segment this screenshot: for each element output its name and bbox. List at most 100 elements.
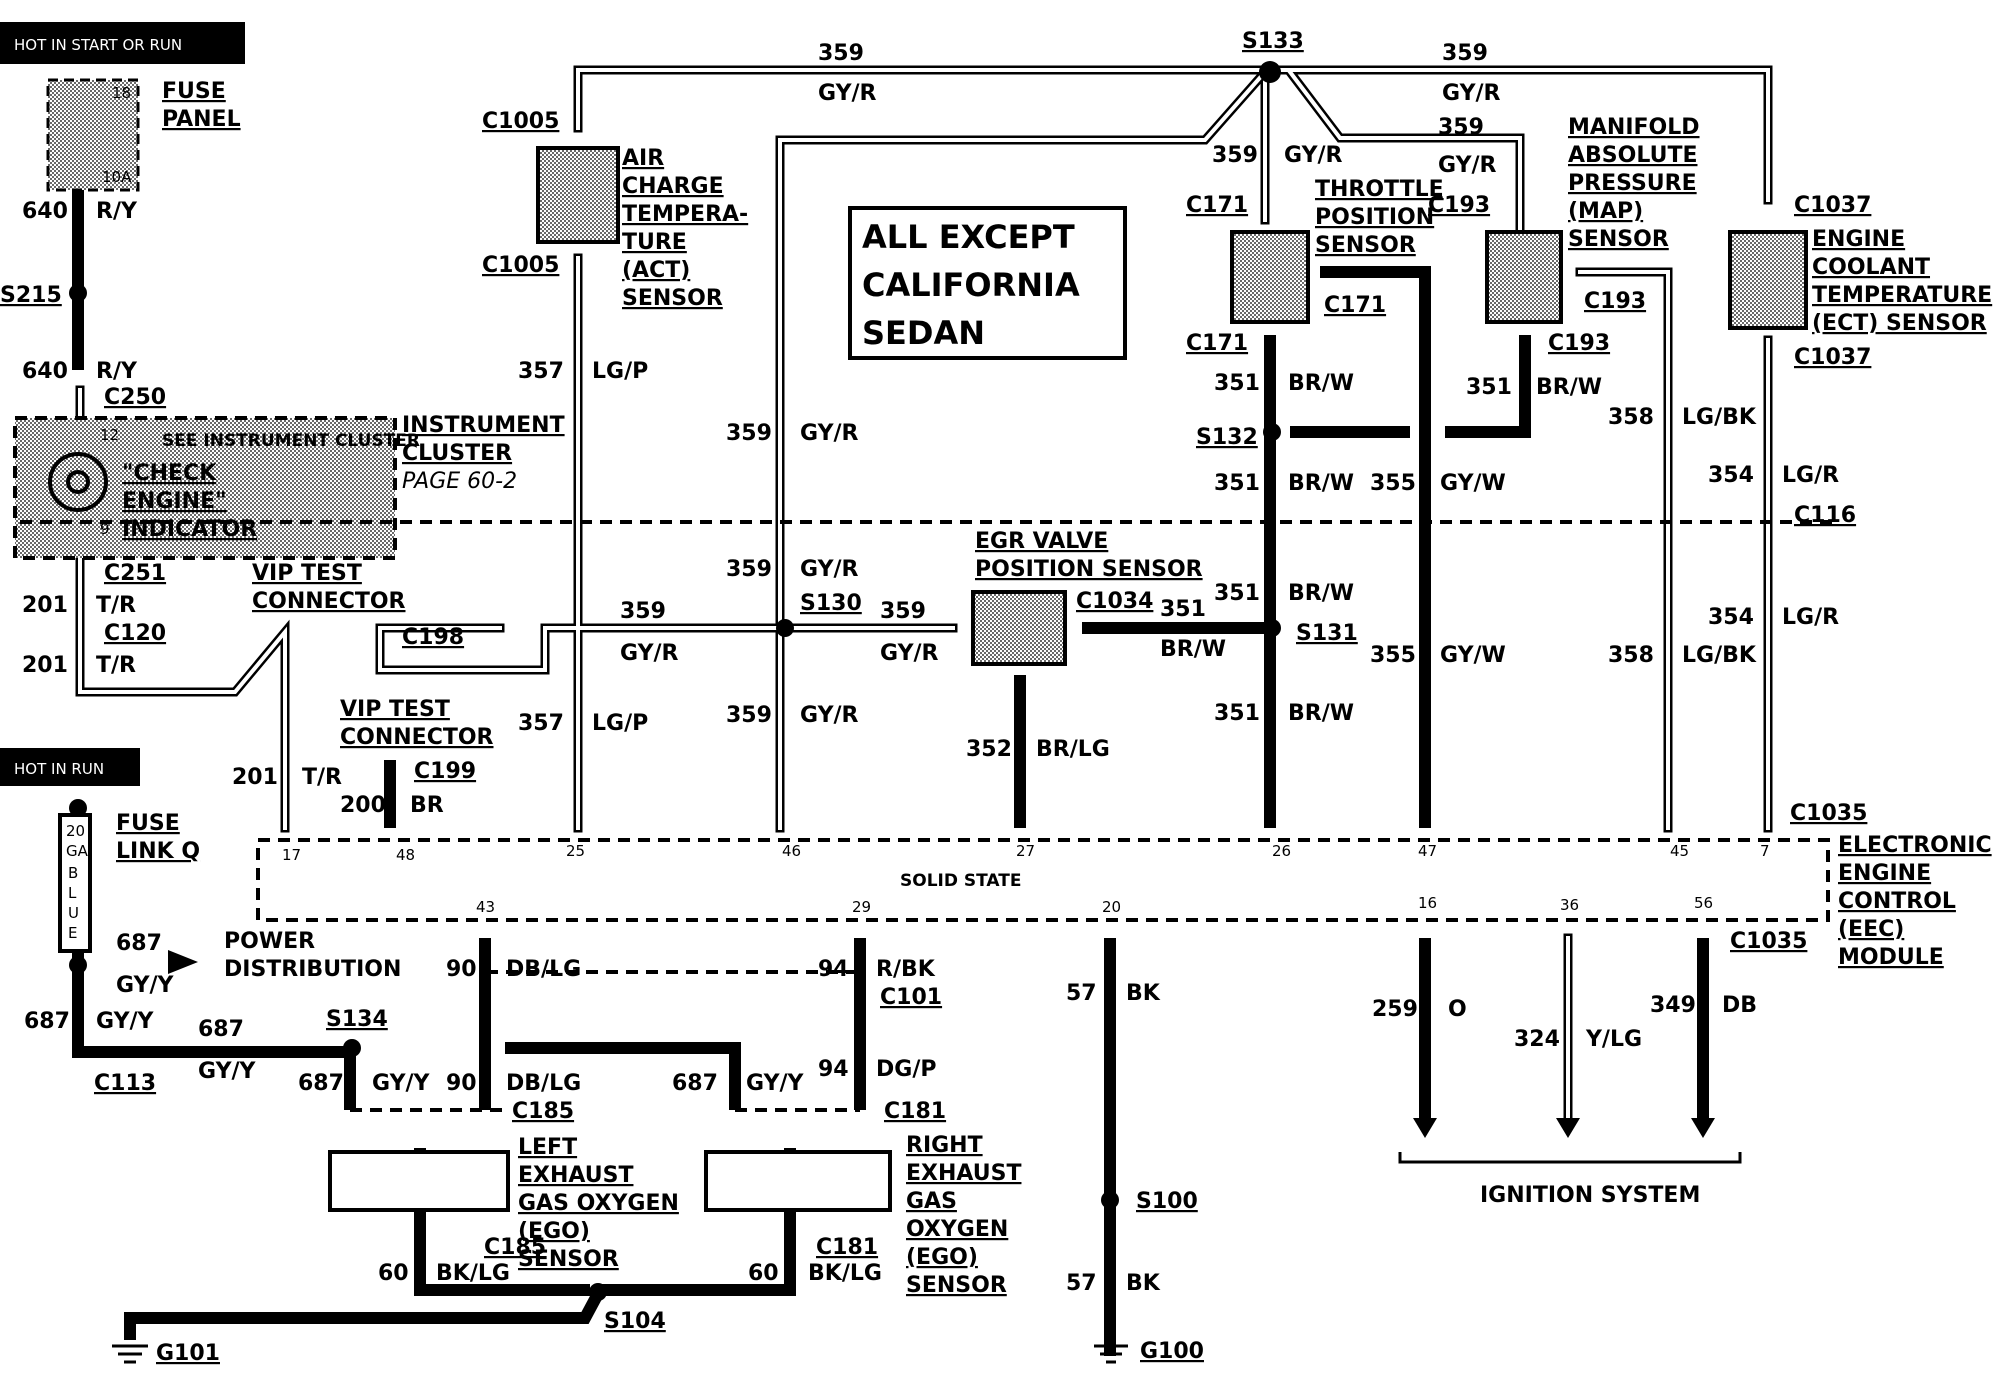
svg-text:POSITION SENSOR: POSITION SENSOR	[975, 557, 1203, 582]
svg-text:POSITION: POSITION	[1315, 205, 1434, 230]
svg-text:CHARGE: CHARGE	[622, 174, 724, 199]
svg-text:359: 359	[818, 41, 864, 66]
svg-text:T/R: T/R	[96, 653, 136, 678]
svg-text:LEFT: LEFT	[518, 1135, 577, 1160]
svg-text:25: 25	[566, 842, 585, 860]
svg-text:ENGINE: ENGINE	[1838, 861, 1931, 886]
act-sensor-box	[536, 146, 620, 244]
svg-text:17: 17	[282, 846, 301, 864]
svg-text:CONTROL: CONTROL	[1838, 889, 1956, 914]
svg-text:E: E	[68, 924, 77, 942]
ignition-brace	[1398, 1152, 1742, 1164]
svg-text:OXYGEN: OXYGEN	[906, 1217, 1008, 1242]
svg-text:EXHAUST: EXHAUST	[518, 1163, 633, 1188]
svg-text:G100: G100	[1140, 1339, 1204, 1364]
svg-text:Y/LG: Y/LG	[1585, 1027, 1642, 1052]
svg-text:CONNECTOR: CONNECTOR	[340, 725, 494, 750]
svg-text:C181: C181	[816, 1235, 878, 1260]
svg-text:60: 60	[378, 1261, 409, 1286]
svg-text:R/BK: R/BK	[876, 957, 936, 982]
svg-text:90: 90	[446, 957, 477, 982]
svg-text:9: 9	[100, 520, 110, 538]
svg-text:SEE INSTRUMENT CLUSTER: SEE INSTRUMENT CLUSTER	[162, 431, 420, 451]
svg-text:687: 687	[298, 1071, 344, 1096]
svg-text:36: 36	[1560, 896, 1579, 914]
svg-text:47: 47	[1418, 842, 1437, 860]
svg-text:45: 45	[1670, 842, 1689, 860]
svg-text:VIP TEST: VIP TEST	[252, 561, 362, 586]
svg-text:CALIFORNIA: CALIFORNIA	[862, 266, 1080, 304]
svg-text:ALL EXCEPT: ALL EXCEPT	[862, 218, 1075, 256]
svg-text:TEMPERA-: TEMPERA-	[622, 202, 748, 227]
svg-text:O: O	[1448, 997, 1467, 1022]
svg-text:BR/W: BR/W	[1288, 581, 1354, 606]
svg-text:HOT IN RUN: HOT IN RUN	[14, 760, 104, 778]
svg-text:C171: C171	[1186, 193, 1248, 218]
svg-text:FUSE: FUSE	[116, 811, 180, 836]
svg-text:359: 359	[726, 557, 772, 582]
svg-text:R/Y: R/Y	[96, 359, 138, 384]
map-sensor-box	[1485, 230, 1563, 324]
left-ego-box	[328, 1150, 510, 1212]
svg-text:C185: C185	[484, 1235, 546, 1260]
svg-text:GY/Y: GY/Y	[372, 1071, 431, 1096]
svg-text:BR/W: BR/W	[1160, 637, 1226, 662]
svg-text:S130: S130	[800, 591, 862, 616]
svg-text:THROTTLE: THROTTLE	[1315, 177, 1444, 202]
svg-text:(EGO): (EGO)	[906, 1245, 978, 1270]
svg-text:GY/R: GY/R	[620, 641, 679, 666]
svg-text:C193: C193	[1584, 289, 1646, 314]
svg-text:C1005: C1005	[482, 109, 559, 134]
svg-text:56: 56	[1694, 894, 1713, 912]
svg-text:GY/R: GY/R	[800, 703, 859, 728]
svg-text:RIGHT: RIGHT	[906, 1133, 983, 1158]
svg-text:7: 7	[1760, 842, 1770, 860]
svg-text:GY/R: GY/R	[800, 421, 859, 446]
svg-text:GY/Y: GY/Y	[198, 1059, 257, 1084]
svg-text:GAS: GAS	[906, 1189, 957, 1214]
svg-text:GY/R: GY/R	[800, 557, 859, 582]
svg-text:BR: BR	[410, 793, 444, 818]
svg-text:687: 687	[116, 931, 162, 956]
svg-text:GY/R: GY/R	[1438, 153, 1497, 178]
svg-text:GY/R: GY/R	[880, 641, 939, 666]
svg-text:LG/BK: LG/BK	[1682, 643, 1757, 668]
splices	[69, 61, 1281, 1301]
tps-sensor-box	[1230, 230, 1310, 324]
svg-text:S133: S133	[1242, 29, 1304, 54]
svg-text:ENGINE": ENGINE"	[122, 489, 227, 514]
svg-text:(MAP): (MAP)	[1568, 199, 1643, 224]
svg-text:C193: C193	[1428, 193, 1490, 218]
svg-text:57: 57	[1066, 981, 1097, 1006]
svg-text:(ECT) SENSOR: (ECT) SENSOR	[1812, 311, 1987, 336]
svg-text:48: 48	[396, 846, 415, 864]
ground-icons	[112, 1344, 1128, 1364]
svg-text:C250: C250	[104, 385, 166, 410]
svg-text:S100: S100	[1136, 1189, 1198, 1214]
svg-text:DISTRIBUTION: DISTRIBUTION	[224, 957, 401, 982]
svg-text:LG/P: LG/P	[592, 359, 648, 384]
egr-sensor-box	[971, 590, 1067, 666]
svg-text:COOLANT: COOLANT	[1812, 255, 1930, 280]
svg-text:20: 20	[1102, 898, 1121, 916]
svg-text:MODULE: MODULE	[1838, 945, 1944, 970]
svg-text:ELECTRONIC: ELECTRONIC	[1838, 833, 1992, 858]
svg-text:LG/R: LG/R	[1782, 605, 1839, 630]
svg-text:LG/R: LG/R	[1782, 463, 1839, 488]
svg-text:U: U	[68, 904, 79, 922]
svg-text:C193: C193	[1548, 331, 1610, 356]
svg-text:AIR: AIR	[622, 146, 664, 171]
svg-text:C171: C171	[1324, 293, 1386, 318]
svg-text:10A: 10A	[102, 168, 132, 186]
svg-text:LG/BK: LG/BK	[1682, 405, 1757, 430]
arrow-icons	[168, 950, 1715, 1138]
labels: AIR CHARGE TEMPERA- TURE (ACT) SENSOR TH…	[0, 29, 1992, 1366]
svg-text:354: 354	[1708, 605, 1754, 630]
svg-text:BR/W: BR/W	[1288, 701, 1354, 726]
check-engine-icon	[48, 452, 108, 512]
svg-text:"CHECK: "CHECK	[122, 461, 217, 486]
svg-text:351: 351	[1160, 597, 1206, 622]
svg-text:(EEC): (EEC)	[1838, 917, 1904, 942]
svg-text:BK: BK	[1126, 1271, 1161, 1296]
svg-text:200: 200	[340, 793, 386, 818]
